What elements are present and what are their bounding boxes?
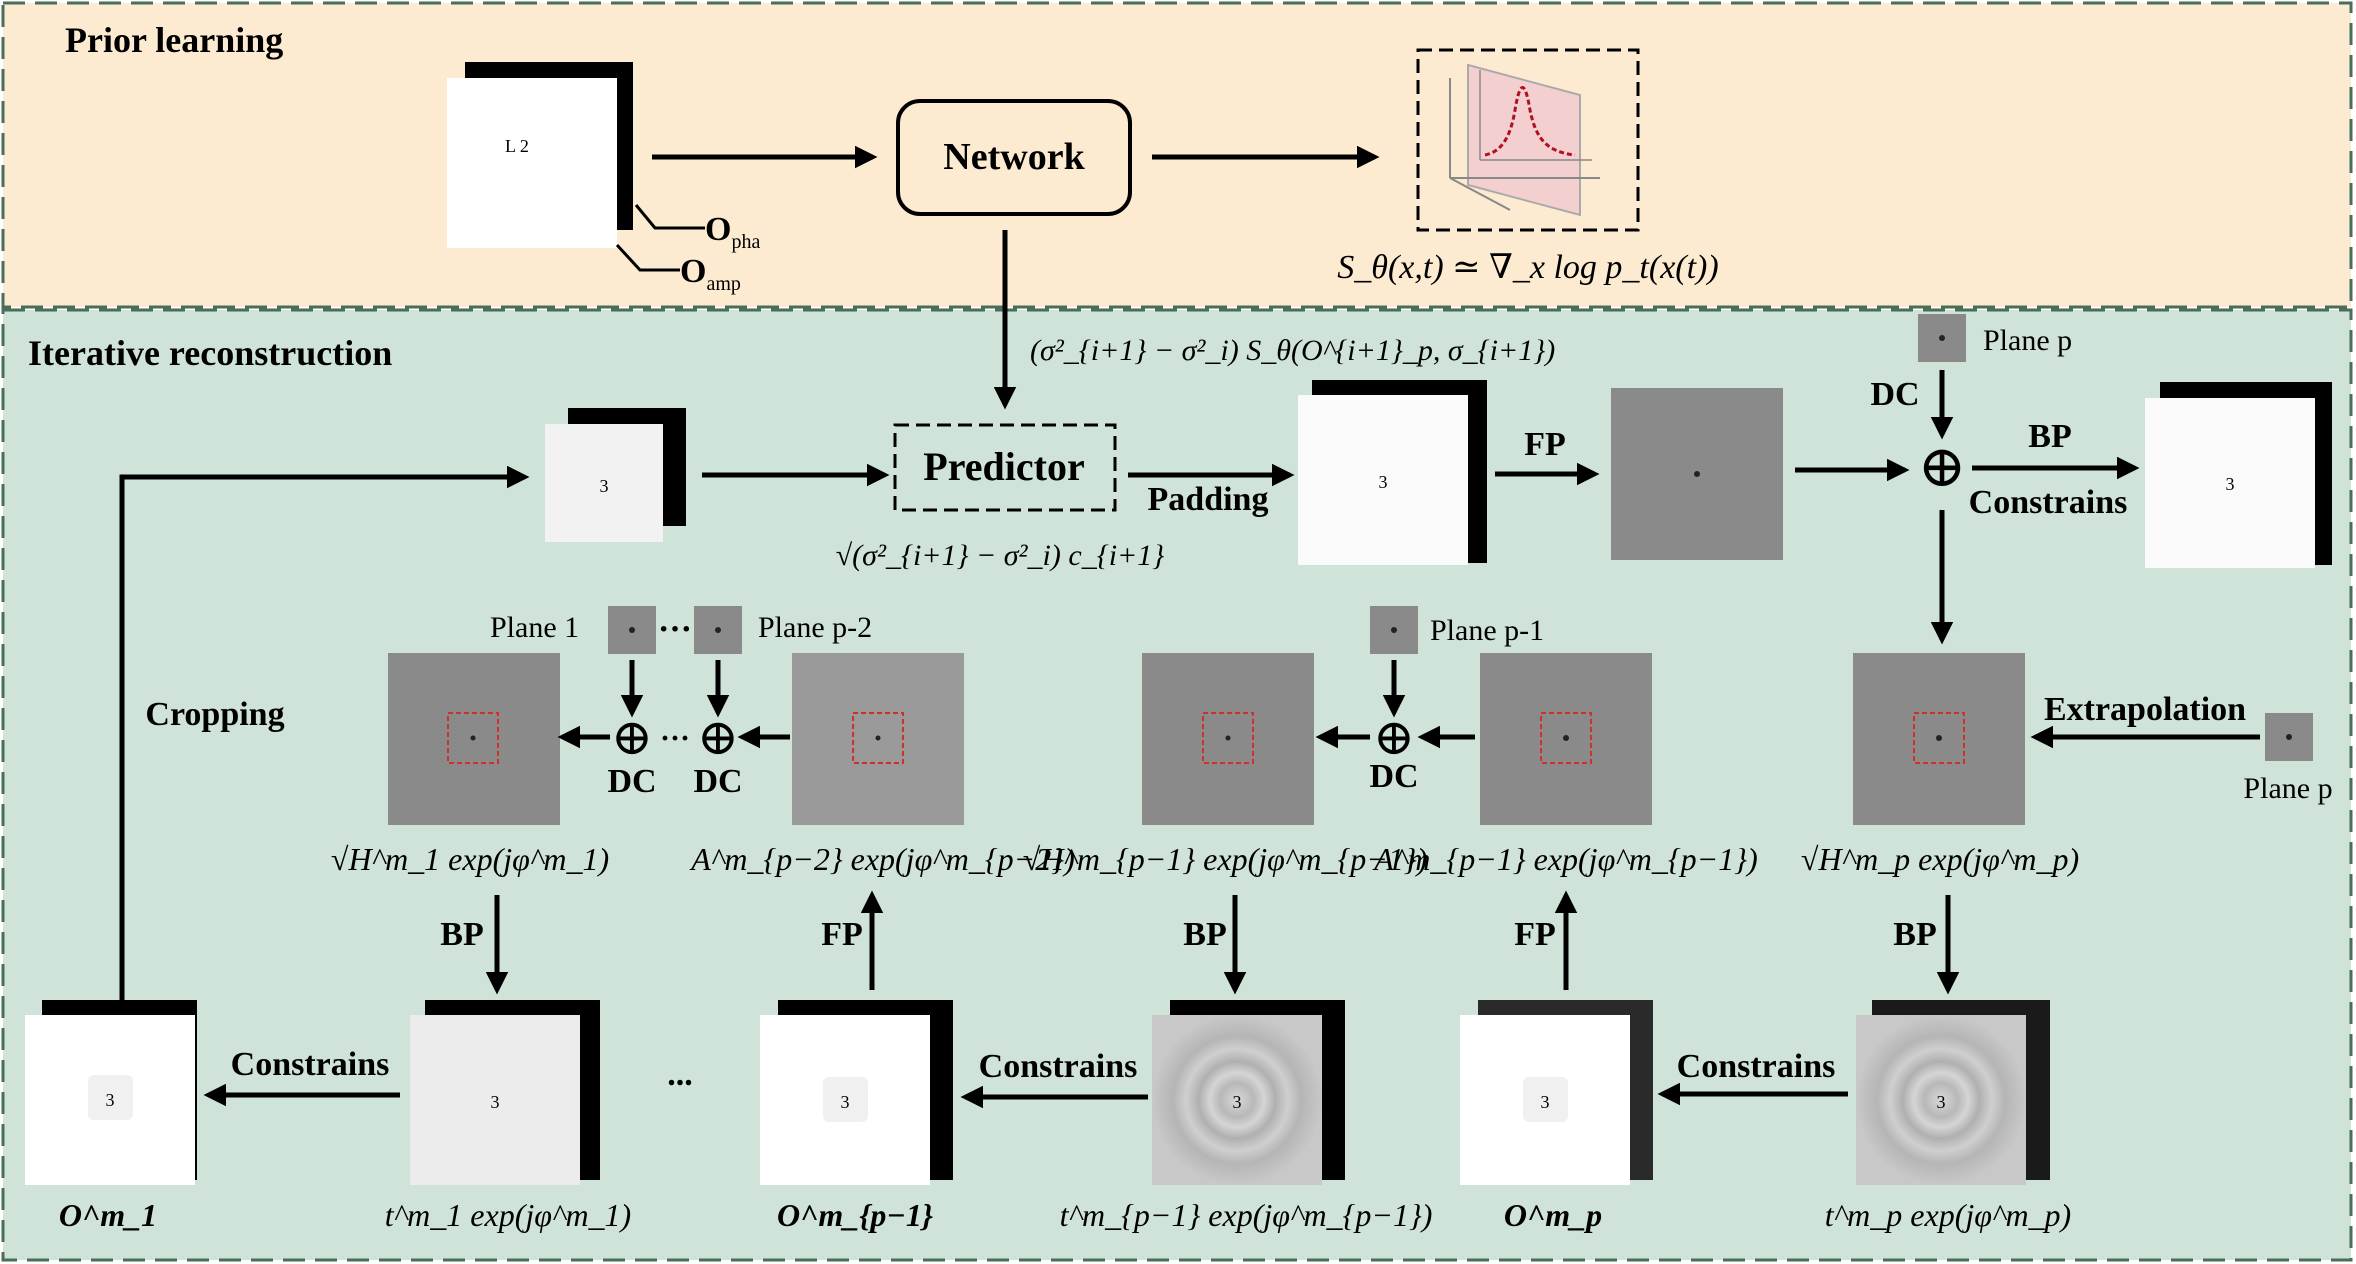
svg-text:Opha: Opha — [705, 211, 760, 253]
formula-o1: O^m_1 — [59, 1197, 157, 1233]
plane-1-thumb — [608, 606, 656, 654]
stack-tp1: 3 — [1152, 1000, 1345, 1185]
plane-p-thumb-top — [1918, 314, 1966, 362]
stack-o1: 3 — [25, 1000, 197, 1185]
bp-label-1: BP — [440, 916, 483, 953]
fp-label-1: FP — [821, 916, 863, 953]
iterative-reconstruction-title: Iterative reconstruction — [28, 333, 392, 373]
stack-t1: 3 — [410, 1000, 600, 1185]
formula-tp1: t^m_{p−1} exp(jφ^m_{p−1}) — [1060, 1197, 1433, 1233]
network-box — [896, 99, 1132, 216]
constrains-label-3: Constrains — [1677, 1048, 1836, 1085]
tile-digit: 3 — [600, 476, 609, 496]
plane-p2-thumb — [694, 606, 742, 654]
dc-label-2: DC — [693, 763, 742, 800]
o-amp-label: O — [680, 253, 706, 290]
stack-tp: 3 — [1856, 1000, 2050, 1185]
sum-symbol-3: ⊕ — [1373, 709, 1415, 765]
extrapolation-label: Extrapolation — [2044, 691, 2246, 728]
dc-label-top: DC — [1870, 376, 1919, 413]
formula-hp1: √H^m_{p−1} exp(jφ^m_{p−1}) — [1023, 841, 1428, 877]
prior-learning-title: Prior learning — [65, 20, 283, 60]
hologram-gray-tile — [1611, 388, 1783, 560]
tile-digit: 3 — [106, 1090, 115, 1110]
score-formula: S_θ(x,t) ≃ ∇_x log p_t(x(t)) — [1337, 249, 1718, 286]
formula-op: O^m_p — [1504, 1197, 1602, 1233]
stack-op: 3 — [1460, 1000, 1653, 1185]
constrains-label-top: Constrains — [1969, 484, 2128, 521]
tile-digit: 3 — [2226, 474, 2235, 494]
svg-text:Oamp: Oamp — [680, 253, 741, 295]
predictor-bottom-formula: √(σ²_{i+1} − σ²_i) c_{i+1} — [836, 539, 1165, 572]
prior-image-stack: L 2 — [447, 62, 633, 248]
cropping-label: Cropping — [145, 696, 284, 733]
plane-p-thumb-right — [2265, 713, 2313, 761]
predictor-top-formula: (σ²_{i+1} − σ²_i) S_θ(O^{i+1}_p, σ_{i+1}… — [1030, 334, 1555, 367]
padding-label: Padding — [1148, 481, 1269, 518]
tile-digit: 3 — [841, 1092, 850, 1112]
sum-symbol-2: ⊕ — [697, 709, 739, 765]
plane-dots: ··· — [658, 611, 692, 648]
o-pha-sub: pha — [731, 231, 760, 253]
tile-digit: 3 — [1379, 472, 1388, 492]
ellipsis-bottom: ... — [667, 1056, 693, 1093]
tile-ap1 — [1480, 653, 1652, 825]
tile-digit: 3 — [1233, 1092, 1242, 1112]
dc-label-3: DC — [1369, 758, 1418, 795]
predictor-box — [893, 423, 1117, 512]
network-label: Network — [943, 136, 1085, 178]
score-plot-icon — [1416, 48, 1640, 232]
output-image-stack: 3 — [2145, 382, 2332, 568]
bp-label-top: BP — [2028, 418, 2071, 455]
o-amp-leader — [615, 243, 680, 272]
plane-p2-label: Plane p-2 — [758, 611, 872, 644]
o-amp-sub: amp — [706, 273, 740, 295]
plane-p-label-top: Plane p — [1983, 324, 2072, 357]
stack-op1: 3 — [760, 1000, 953, 1185]
bp-label-2: BP — [1183, 916, 1226, 953]
tile-digit: 3 — [491, 1092, 500, 1112]
plane-p1-thumb — [1370, 606, 1418, 654]
formula-op1: O^m_{p−1} — [777, 1197, 933, 1233]
fp-label-top: FP — [1524, 426, 1566, 463]
sum-symbol-top: ⊕ — [1918, 434, 1967, 499]
cropping-feedback-line — [119, 465, 530, 1005]
formula-tp: t^m_p exp(jφ^m_p) — [1825, 1197, 2071, 1233]
tile-h1 — [388, 653, 560, 825]
tile-ap2 — [792, 653, 964, 825]
tile-digit: 3 — [1541, 1092, 1550, 1112]
tile-digit: 3 — [1937, 1092, 1946, 1112]
cropped-image-stack: 3 — [545, 408, 686, 542]
fp-label-2: FP — [1514, 916, 1556, 953]
formula-h1: √H^m_1 exp(jφ^m_1) — [331, 841, 609, 877]
o-pha-label: O — [705, 211, 731, 248]
bp-label-3: BP — [1893, 916, 1936, 953]
constrains-label-2: Constrains — [979, 1048, 1138, 1085]
constrains-label-1: Constrains — [231, 1046, 390, 1083]
plane-1-label: Plane 1 — [490, 611, 579, 644]
plane-p-label-right: Plane p — [2243, 772, 2332, 805]
o-pha-leader — [634, 204, 705, 230]
sum-symbol-1: ⊕ — [611, 709, 653, 765]
formula-ap1: A^m_{p−1} exp(jφ^m_{p−1}) — [1372, 841, 1757, 877]
formula-ap2: A^m_{p−2} exp(jφ^m_{p−2}) — [689, 841, 1074, 877]
tile-hp1 — [1142, 653, 1314, 825]
formula-hp: √H^m_p exp(jφ^m_p) — [1801, 841, 2079, 877]
formula-t1: t^m_1 exp(jφ^m_1) — [385, 1197, 631, 1233]
predictor-label: Predictor — [923, 444, 1084, 489]
padded-image-stack: 3 — [1298, 380, 1487, 565]
tile-hp — [1853, 653, 2025, 825]
prior-tile-text: L 2 — [505, 136, 529, 156]
dc-label-1: DC — [607, 763, 656, 800]
plane-p1-label: Plane p-1 — [1430, 614, 1544, 647]
dots-between-sums: ··· — [660, 722, 690, 755]
